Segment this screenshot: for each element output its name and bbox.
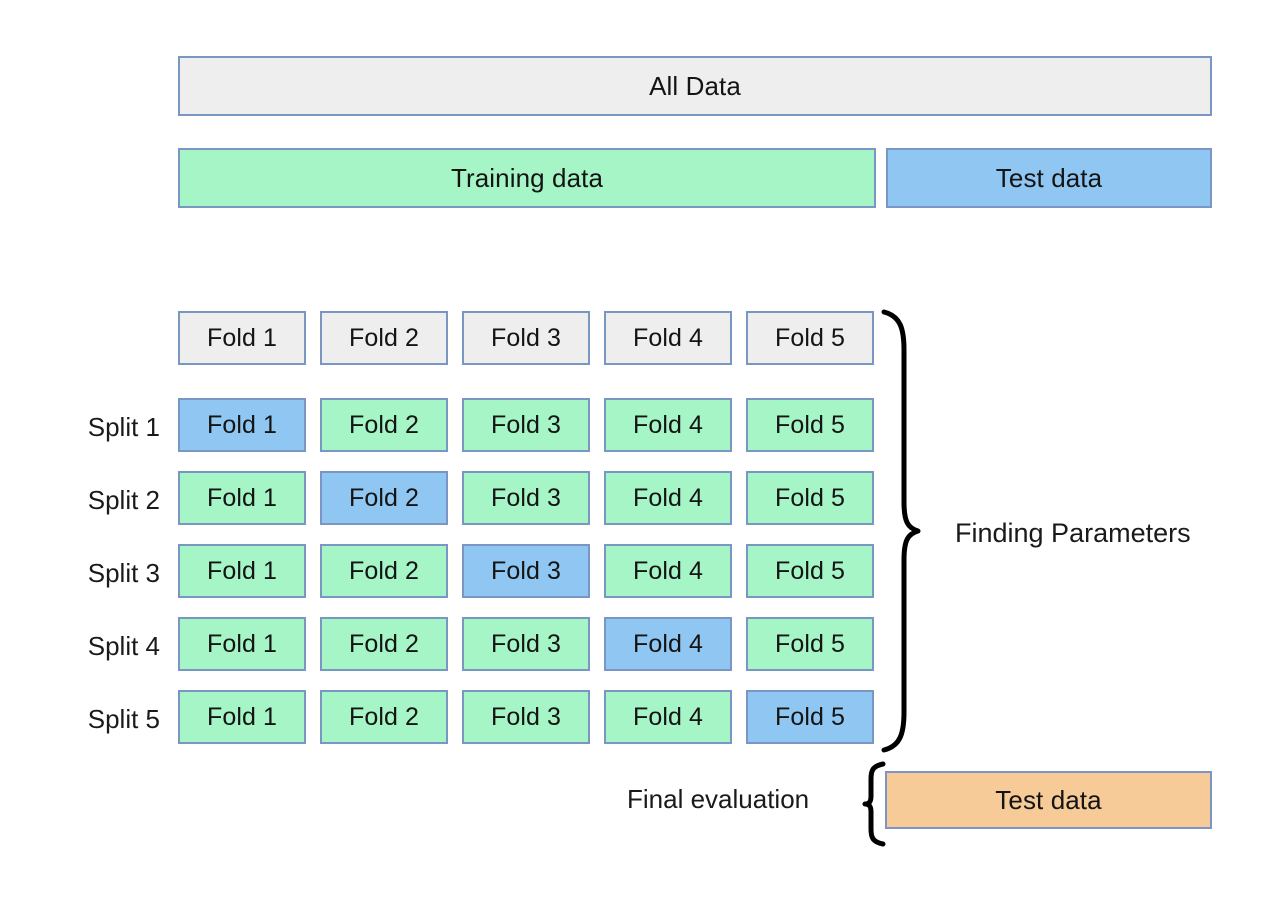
- split-2-fold-3-training: Fold 3: [462, 471, 590, 525]
- split-5-fold-4-training: Fold 4: [604, 690, 732, 744]
- final-evaluation-label: Final evaluation: [627, 784, 810, 814]
- split-4-fold-1-training: Fold 1: [178, 617, 306, 671]
- split-1-fold-5-training: Fold 5: [746, 398, 874, 452]
- split-2-fold-1-training: Fold 1: [178, 471, 306, 525]
- split-label-1: Split 1: [87, 412, 160, 442]
- split-4-fold-2-training: Fold 2: [320, 617, 448, 671]
- split-5-fold-1-training: Fold 1: [178, 690, 306, 744]
- split-4-fold-4-validation: Fold 4: [604, 617, 732, 671]
- split-1-fold-2-training: Fold 2: [320, 398, 448, 452]
- final-test-data-box: Test data: [885, 771, 1212, 829]
- split-1-fold-4-training: Fold 4: [604, 398, 732, 452]
- split-3-fold-5-training: Fold 5: [746, 544, 874, 598]
- split-3-fold-2-training: Fold 2: [320, 544, 448, 598]
- split-4-fold-5-training: Fold 5: [746, 617, 874, 671]
- split-5-fold-2-training: Fold 2: [320, 690, 448, 744]
- fold-header-cell-3: Fold 3: [462, 311, 590, 365]
- split-2-fold-2-validation: Fold 2: [320, 471, 448, 525]
- test-data-box: Test data: [886, 148, 1212, 208]
- split-5-fold-3-training: Fold 3: [462, 690, 590, 744]
- finding-parameters-brace-icon: [881, 309, 921, 753]
- split-label-5: Split 5: [87, 704, 160, 734]
- split-label-3: Split 3: [87, 558, 160, 588]
- split-3-fold-4-training: Fold 4: [604, 544, 732, 598]
- fold-header-cell-5: Fold 5: [746, 311, 874, 365]
- split-2-fold-5-training: Fold 5: [746, 471, 874, 525]
- split-2-fold-4-training: Fold 4: [604, 471, 732, 525]
- finding-parameters-label: Finding Parameters: [955, 518, 1191, 548]
- split-4-fold-3-training: Fold 3: [462, 617, 590, 671]
- fold-header-cell-2: Fold 2: [320, 311, 448, 365]
- fold-header-cell-1: Fold 1: [178, 311, 306, 365]
- split-3-fold-3-validation: Fold 3: [462, 544, 590, 598]
- all-data-box: All Data: [178, 56, 1212, 116]
- split-1-fold-1-validation: Fold 1: [178, 398, 306, 452]
- fold-header-cell-4: Fold 4: [604, 311, 732, 365]
- split-3-fold-1-training: Fold 1: [178, 544, 306, 598]
- training-data-box: Training data: [178, 148, 876, 208]
- split-label-4: Split 4: [87, 631, 160, 661]
- split-1-fold-3-training: Fold 3: [462, 398, 590, 452]
- split-5-fold-5-validation: Fold 5: [746, 690, 874, 744]
- split-label-2: Split 2: [87, 485, 160, 515]
